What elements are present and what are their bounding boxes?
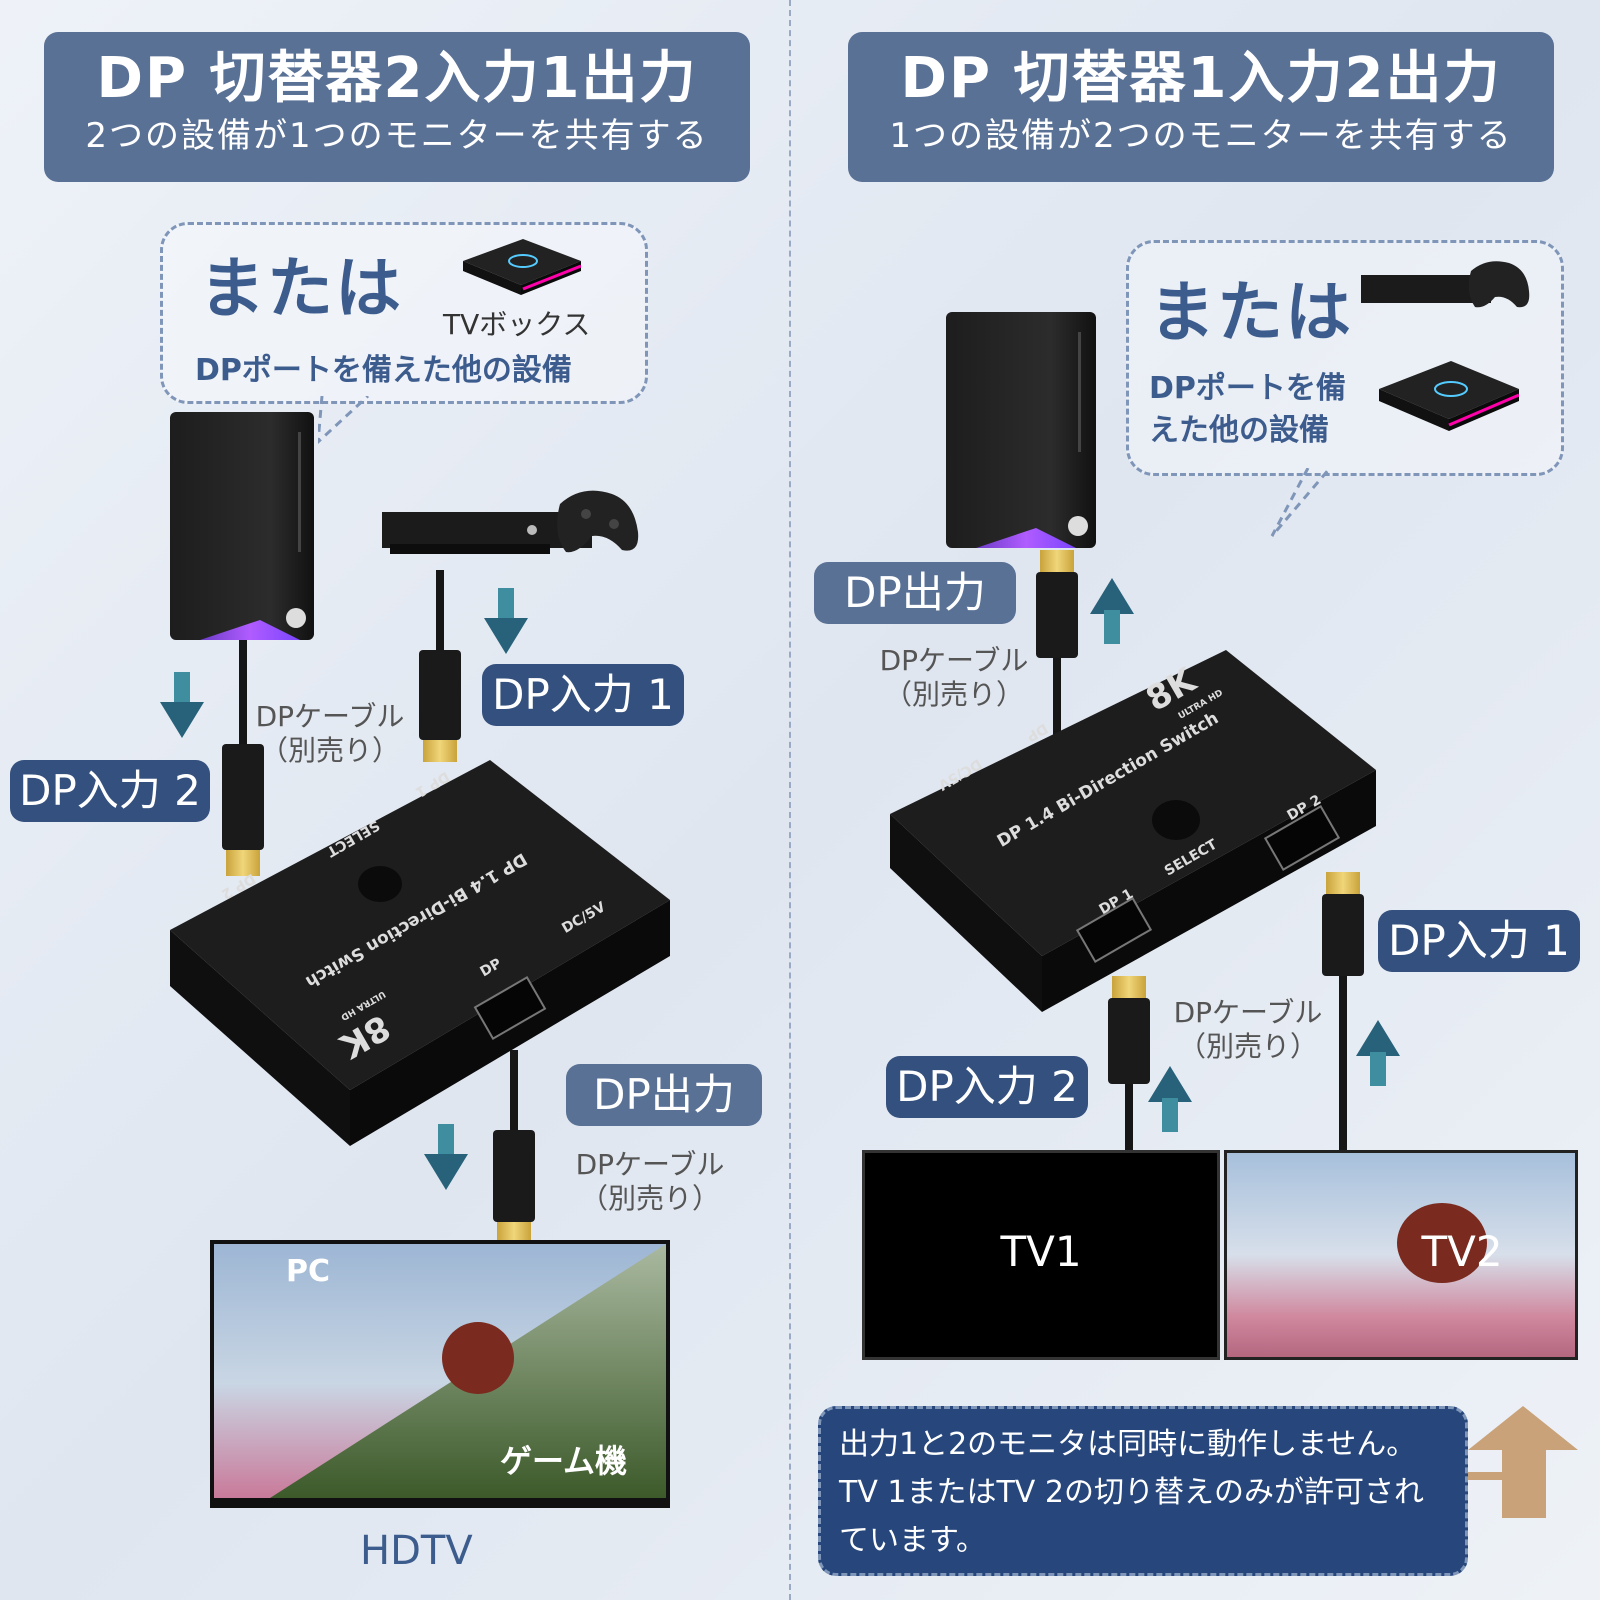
left-plug-dp1: [419, 650, 461, 740]
right-note-box: 出力1と2のモニタは同時に動作しません。 TV 1またはTV 2の切り替えのみが…: [818, 1406, 1468, 1576]
right-plug-tv1-tip: [1112, 976, 1146, 998]
right-plug-input: [1036, 572, 1078, 658]
right-cable-input: [1053, 658, 1061, 744]
left-cable-note-2: DPケーブル （別売り）: [570, 1148, 730, 1216]
right-alt-device-bubble: または DPポートを備 えた他の設備: [1126, 240, 1564, 476]
left-kvm-switch: DP 1.4 Bi-Direction Switch SELECT DP 1 D…: [160, 760, 680, 1160]
left-other-device-text: DPポートを備えた他の設備: [195, 353, 572, 388]
right-plug-tv2: [1322, 894, 1364, 976]
left-cable-pc: [239, 640, 247, 744]
left-label-dp-input-1: DP入力 1: [482, 664, 684, 726]
center-divider: [789, 0, 791, 1600]
right-label-dp-input-2: DP入力 2: [886, 1056, 1088, 1118]
left-plug-dp2-tip: [226, 850, 260, 876]
right-tv2-label: TV2: [1421, 1227, 1503, 1276]
right-tv2-rock: [1397, 1203, 1487, 1283]
right-cable-tv2: [1339, 976, 1347, 1152]
cable-note-line1: DPケーブル: [1173, 996, 1323, 1029]
left-cable-note-1: DPケーブル （別売り）: [250, 700, 410, 768]
right-label-dp-input-1: DP入力 1: [1378, 910, 1580, 972]
cable-note-line2: （別売り）: [579, 1182, 720, 1215]
left-label-dp-output: DP出力: [566, 1064, 762, 1126]
right-other-device-line1: DPポートを備: [1149, 371, 1346, 406]
left-subtitle: 2つの設備が1つのモニターを共有する: [85, 116, 709, 156]
tv-box-icon: [463, 239, 582, 295]
left-plug-dp2: [222, 744, 264, 850]
right-title-box: DP 切替器1入力2出力 1つの設備が2つのモニターを共有する: [848, 32, 1554, 182]
right-desktop-pc-icon: [946, 312, 1096, 548]
cable-note-line2: （別売り）: [259, 734, 400, 767]
right-subtitle: 1つの設備が2つのモニターを共有する: [889, 116, 1513, 156]
right-arrow-up-2: [1148, 1066, 1192, 1132]
left-plug-dp1-tip: [423, 740, 457, 762]
left-plug-output-tip: [497, 1222, 531, 1240]
left-title-box: DP 切替器2入力1出力 2つの設備が1つのモニターを共有する: [44, 32, 750, 182]
right-tv1-screen: TV1: [862, 1150, 1220, 1360]
right-label-dp-output: DP出力: [814, 562, 1016, 624]
right-title: DP 切替器1入力2出力: [900, 46, 1502, 111]
note-line-2: TV 1またはTV 2の切り替えのみが許可され: [839, 1475, 1424, 1510]
left-desktop-pc-icon: [170, 412, 314, 640]
left-tv-game-label: ゲーム機: [500, 1442, 628, 1480]
xbox-console-icon: [1361, 257, 1531, 321]
left-cable-output: [510, 1050, 518, 1130]
right-plug-input-tip: [1040, 550, 1074, 572]
left-tvbox-label: TVボックス: [443, 308, 591, 341]
right-plug-tv2-tip: [1326, 872, 1360, 894]
note-line-3: ています。: [839, 1523, 986, 1558]
left-xbox-console-icon: [382, 484, 640, 570]
right-tv2-screen: TV2: [1224, 1150, 1578, 1360]
right-cable-note-1: DPケーブル （別売り）: [874, 644, 1034, 712]
left-mata-text: または: [199, 250, 403, 327]
left-bubble-tail: [318, 396, 370, 445]
left-hdtv-label: HDTV: [360, 1528, 473, 1574]
left-arrow-down-2: [484, 588, 528, 654]
left-label-dp-input-2: DP入力 2: [10, 760, 210, 822]
cable-note-line2: （別売り）: [883, 678, 1024, 711]
left-hdtv-screen: PC ゲーム機: [210, 1240, 670, 1508]
right-mata-text: または: [1149, 274, 1353, 351]
cable-note-line1: DPケーブル: [575, 1148, 725, 1181]
right-note-arrow-up: [1468, 1406, 1578, 1518]
right-bubble-tail: [1270, 468, 1332, 537]
right-tv1-label: TV1: [1000, 1227, 1082, 1276]
cable-note-line1: DPケーブル: [879, 644, 1029, 677]
right-plug-tv1: [1108, 998, 1150, 1084]
right-arrow-up-1: [1090, 578, 1134, 644]
note-line-1: 出力1と2のモニタは同時に動作しません。: [839, 1427, 1417, 1462]
left-arrow-down-3: [424, 1124, 468, 1190]
right-cable-tv1: [1125, 1084, 1133, 1152]
right-arrow-up-3: [1356, 1020, 1400, 1086]
right-cable-note-2: DPケーブル （別売り）: [1168, 996, 1328, 1064]
left-tv-pc-label: PC: [286, 1254, 331, 1289]
tv-box-icon: [1379, 361, 1520, 431]
left-alt-device-bubble: または TVボックス DPポートを備えた他の設備: [160, 222, 648, 404]
right-other-device-line2: えた他の設備: [1149, 413, 1329, 448]
left-arrow-down-1: [160, 672, 204, 738]
right-kvm-switch: DP 1.4 Bi-Direction Switch SELECT DP 1 D…: [886, 650, 1386, 1024]
cable-note-line1: DPケーブル: [255, 700, 405, 733]
left-title: DP 切替器2入力1出力: [96, 46, 698, 111]
left-cable-xbox: [436, 570, 444, 650]
cable-note-line2: （別売り）: [1177, 1030, 1318, 1063]
left-plug-output: [493, 1130, 535, 1222]
